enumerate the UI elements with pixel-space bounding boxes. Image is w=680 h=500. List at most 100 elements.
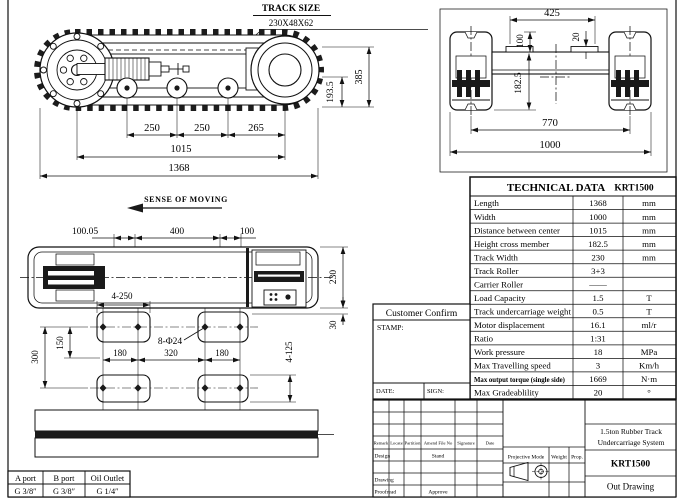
prop-label: Prop. — [571, 455, 583, 461]
track-size-value: 230X48X62 — [269, 18, 314, 28]
approve-label: Approve — [428, 490, 448, 496]
row-value: 1669 — [589, 374, 607, 384]
row-value: 1.5 — [593, 293, 605, 303]
row-name: Height cross member — [474, 239, 549, 249]
dim-1000: 1000 — [540, 140, 561, 151]
first-angle-projection-icon — [509, 461, 550, 482]
row-name: Max Travelling speed — [474, 361, 551, 371]
dim-1368: 1368 — [169, 163, 190, 174]
dim-180a: 180 — [113, 348, 127, 358]
top-view: SENSE OF MOVING 100.05 400 100 — [20, 195, 348, 410]
row-name: Max output torque (single side) — [474, 377, 565, 384]
plate-width-dimension: 4-250 — [96, 291, 151, 313]
bolt-hole — [201, 384, 209, 392]
row-name: Work pressure — [474, 347, 525, 357]
top-view-upper-dimensions: 100.05 400 100 — [72, 227, 256, 260]
title-block: Remark Locate Partition Amend File No Si… — [372, 399, 677, 498]
row-name: Max Gradeablility — [474, 388, 539, 398]
dim-182-5: 182.5 — [514, 72, 524, 94]
dim-265: 265 — [248, 123, 264, 134]
row-value: 182.5 — [588, 239, 608, 249]
row-value: 1:31 — [590, 334, 606, 344]
row-unit: mm — [642, 252, 656, 262]
dim-1015: 1015 — [171, 144, 192, 155]
dim-20: 20 — [571, 32, 581, 42]
port-a-header: A port — [15, 474, 37, 483]
port-b-header: B port — [54, 474, 76, 483]
row-unit: MPa — [641, 347, 658, 357]
row-value: 230 — [591, 252, 605, 262]
customer-confirm-box: Customer Confirm STAMP: DATE: SIGN: — [372, 303, 471, 400]
row-unit: mm — [642, 225, 656, 235]
sense-of-moving-label: SENSE OF MOVING — [144, 195, 228, 204]
dim-230: 230 — [329, 270, 339, 285]
tread-pattern-view — [34, 409, 334, 458]
side-view: TRACK SIZE 230X48X62 — [34, 4, 428, 179]
col-header-remark: Remark — [374, 441, 389, 446]
bolt-hole — [236, 384, 244, 392]
row-name: Load Capacity — [474, 293, 526, 303]
dim-30: 30 — [328, 320, 338, 330]
hydraulic-motor — [76, 57, 190, 81]
row-unit: T — [646, 307, 652, 317]
row-value: 0.5 — [593, 307, 605, 317]
dim-4-250: 4-250 — [112, 291, 133, 301]
row-name: Track Roller — [474, 266, 518, 276]
dim-320: 320 — [164, 348, 178, 358]
row-unit: T — [646, 293, 652, 303]
col-header-amend-file-no: Amend File No — [424, 441, 453, 446]
row-name: Length — [474, 198, 500, 208]
stand-label: Stand — [432, 454, 445, 460]
col-header-signature: Signature — [457, 441, 475, 446]
drawing-type: Out Drawing — [607, 482, 655, 492]
row-name: Distance between center — [474, 225, 560, 235]
top-view-right-dimensions: 230 30 — [252, 246, 348, 330]
bolt-hole — [236, 323, 244, 331]
row-value: 20 — [594, 388, 603, 398]
row-name: Carrier Roller — [474, 280, 523, 290]
bolt-hole — [99, 323, 107, 331]
weight-label: Weight — [551, 455, 567, 461]
row-unit: mm — [642, 212, 656, 222]
track-size-label: TRACK SIZE — [262, 4, 320, 14]
bolt-hole — [134, 323, 142, 331]
oil-outlet-header: Oil Outlet — [91, 474, 125, 483]
bolt-hole — [99, 384, 107, 392]
bolt-hole — [201, 323, 209, 331]
row-value: —— — [588, 280, 607, 290]
row-unit: mm — [642, 239, 656, 249]
track-body-top — [20, 246, 332, 309]
design-label: Design — [375, 454, 391, 460]
front-view: 425 100 20 182.5 770 1000 — [439, 8, 668, 173]
row-value: 1368 — [589, 198, 607, 208]
dim-180b: 180 — [215, 348, 229, 358]
row-unit: ° — [647, 388, 651, 398]
row-value: 18 — [594, 347, 603, 357]
hole-pattern-dimensions: 300 150 180 320 180 8-Φ24 4-125 — [30, 326, 296, 403]
row-name: Track Width — [474, 252, 518, 262]
sign-label: SIGN: — [427, 388, 444, 395]
row-value: 1015 — [589, 225, 607, 235]
track-belt-lugs — [34, 29, 324, 111]
row-value: 3 — [596, 361, 601, 371]
dim-425: 425 — [544, 8, 560, 19]
row-name: Ratio — [474, 334, 494, 344]
col-header-locate: Locate — [390, 441, 403, 446]
dim-100b: 100 — [240, 227, 255, 237]
right-track-section — [608, 26, 652, 116]
customer-confirm-title: Customer Confirm — [386, 308, 458, 319]
row-unit: N·m — [641, 374, 657, 384]
row-name: Track undercarriage weight — [474, 307, 571, 317]
dim-250a: 250 — [144, 123, 160, 134]
dim-400: 400 — [170, 227, 185, 237]
row-unit: ml/r — [642, 320, 657, 330]
side-view-dimensions: 250 250 265 1015 1368 193.5 385 — [39, 46, 374, 179]
row-name: Width — [474, 212, 496, 222]
mounting-plates — [90, 308, 258, 410]
row-unit: Km/h — [639, 361, 660, 371]
port-a-value: G 3/8″ — [14, 487, 36, 496]
row-value: 3+3 — [591, 266, 605, 276]
col-header-date: Date — [486, 441, 495, 446]
